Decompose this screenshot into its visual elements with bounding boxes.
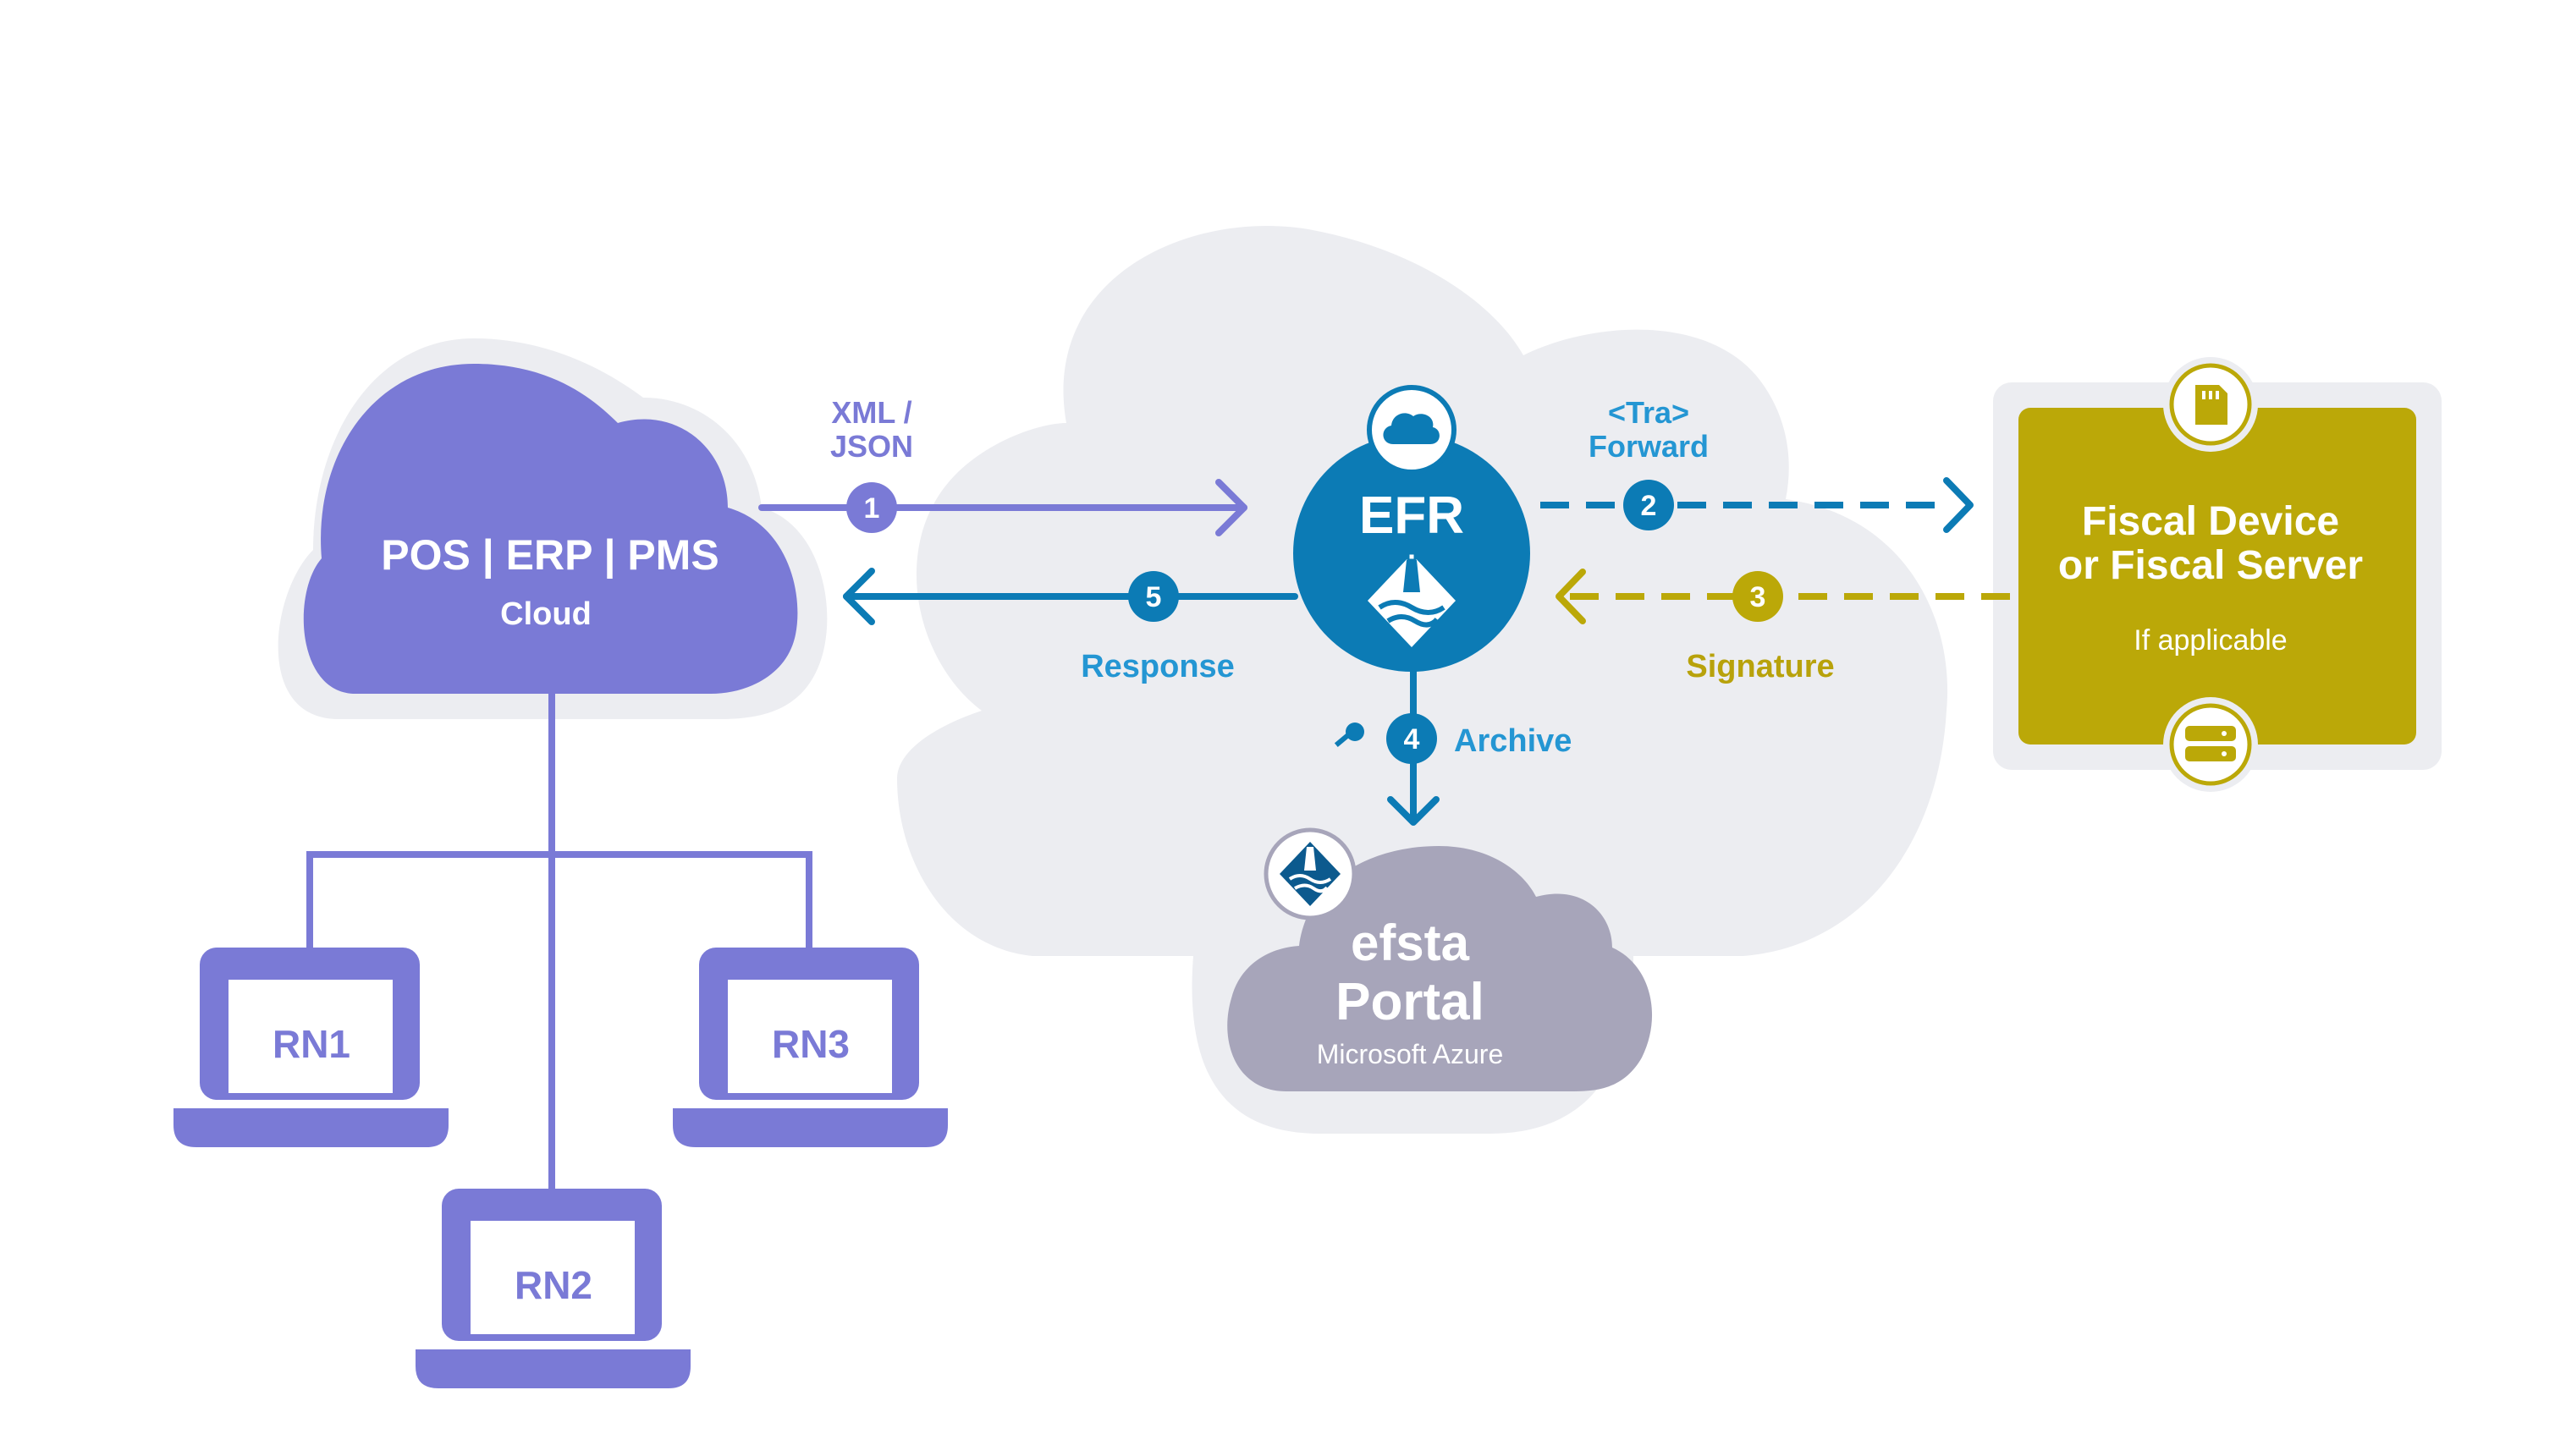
portal-title-line1: efsta — [1351, 915, 1470, 971]
key-icon — [1334, 723, 1364, 748]
signature-arrow — [1556, 569, 2010, 624]
forward-arrow — [1540, 477, 1974, 533]
sd-card-icon — [2163, 357, 2258, 452]
fiscal-note: If applicable — [2134, 624, 2287, 657]
step-1-label-line2: JSON — [830, 429, 913, 464]
step-4-badge — [1386, 713, 1437, 764]
fiscal-title-line1: Fiscal Device — [2082, 499, 2339, 544]
step-1-number: 1 — [864, 492, 880, 525]
efr-label: EFR — [1359, 486, 1464, 545]
step-4-label: Archive — [1454, 723, 1572, 759]
source-subtitle: Cloud — [500, 596, 592, 632]
terminal-rn1 — [173, 948, 449, 1147]
request-arrow — [758, 479, 1247, 536]
step-2-label-line1: <Tra> — [1608, 395, 1689, 430]
efr-cloud-icon — [1367, 385, 1456, 475]
terminal-rn3-label: RN3 — [772, 1022, 850, 1066]
terminal-network-lines — [306, 690, 812, 1235]
fiscal-device-box — [2018, 408, 2416, 744]
step-2-label-line2: Forward — [1589, 429, 1709, 464]
step-3-badge — [1732, 571, 1783, 622]
portal-title-line2: Portal — [1335, 973, 1484, 1031]
efsta-lighthouse-icon — [1368, 552, 1456, 647]
portal-lighthouse-icon — [1264, 827, 1357, 920]
portal-subtitle: Microsoft Azure — [1317, 1039, 1504, 1069]
step-5-label: Response — [1081, 649, 1235, 684]
step-1-badge — [846, 482, 897, 533]
step-3-label: Signature — [1686, 649, 1834, 684]
terminal-rn2-label: RN2 — [515, 1263, 592, 1307]
fiscal-title-line2: or Fiscal Server — [2058, 543, 2363, 588]
terminal-rn3 — [673, 948, 948, 1147]
efr-environment-cloud — [897, 225, 1948, 1134]
step-5-number: 5 — [1146, 581, 1162, 613]
step-2-badge — [1623, 480, 1674, 530]
step-2-number: 2 — [1641, 490, 1657, 522]
step-3-number: 3 — [1750, 581, 1766, 613]
step-5-badge — [1128, 571, 1179, 622]
terminal-rn2 — [416, 1189, 691, 1388]
source-title: POS | ERP | PMS — [381, 531, 719, 580]
server-icon — [2163, 697, 2258, 792]
step-1-label-line1: XML / — [831, 395, 911, 430]
terminal-rn1-label: RN1 — [273, 1022, 350, 1066]
step-4-number: 4 — [1404, 723, 1420, 755]
response-arrow — [843, 568, 1298, 625]
source-cloud — [303, 364, 798, 694]
